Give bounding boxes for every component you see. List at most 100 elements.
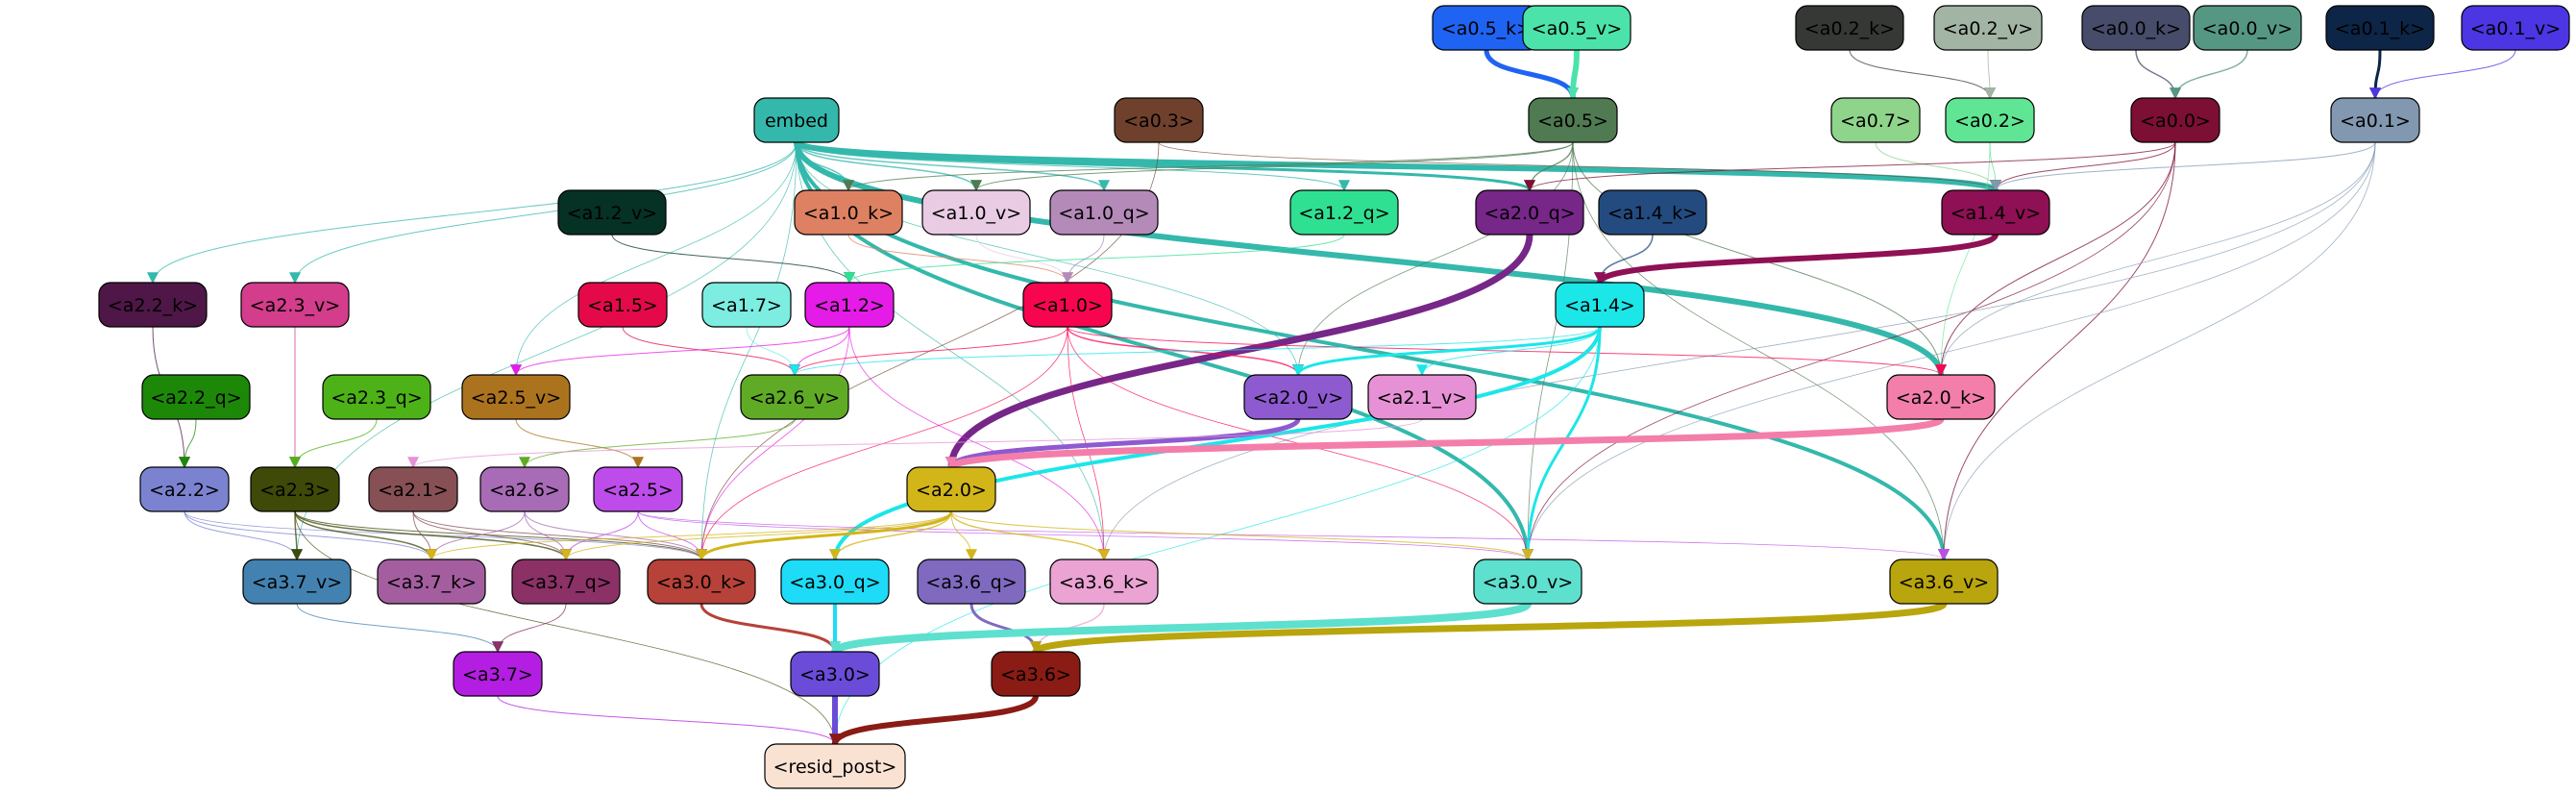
node-a3-0[interactable]: <a3.0> — [790, 651, 880, 697]
node-a1-2-v[interactable]: <a1.2_v> — [557, 189, 667, 236]
edge-a1-4-to-a2-6-v — [789, 326, 1601, 377]
node-a1-5[interactable]: <a1.5> — [577, 282, 668, 328]
node-a3-7-q[interactable]: <a3.7_q> — [511, 559, 621, 605]
node-a2-3-v[interactable]: <a2.3_v> — [240, 282, 350, 328]
node-label-a1-2: <a1.2> — [814, 295, 885, 316]
node-a0-1-k[interactable]: <a0.1_k> — [2325, 5, 2435, 51]
node-a0-1-v[interactable]: <a0.1_v> — [2461, 5, 2570, 51]
node-a2-6[interactable]: <a2.6> — [479, 466, 570, 512]
node-a2-0-k[interactable]: <a2.0_k> — [1886, 374, 1996, 420]
node-box-a1-2-v — [557, 189, 667, 236]
node-a0-5[interactable]: <a0.5> — [1528, 97, 1618, 143]
node-a0-5-v[interactable]: <a0.5_v> — [1522, 5, 1631, 51]
node-a0-0-k[interactable]: <a0.0_k> — [2081, 5, 2191, 51]
node-a3-6-v[interactable]: <a3.6_v> — [1889, 559, 1999, 605]
node-box-a3-6-v — [1889, 559, 1999, 605]
node-a1-7[interactable]: <a1.7> — [701, 282, 792, 328]
node-box-a1-2-q — [1289, 189, 1399, 236]
edge-embed-to-a2-5-v — [510, 141, 797, 377]
edge-embed-to-a2-0-k — [794, 141, 1947, 377]
edge-a2-3-q-to-a2-3 — [289, 418, 378, 469]
node-box-a0-0-v — [2193, 5, 2302, 51]
node-a1-4-k[interactable]: <a1.4_k> — [1598, 189, 1707, 236]
node-a2-1[interactable]: <a2.1> — [368, 466, 458, 512]
edge-a1-0-to-a3-0-k — [696, 326, 1068, 561]
node-label-a1-0-v: <a1.0_v> — [931, 203, 1021, 224]
node-box-a2-1-v — [1367, 374, 1477, 420]
edge-embed-to-a1-4-v — [794, 139, 2001, 193]
node-a0-3[interactable]: <a0.3> — [1114, 97, 1204, 143]
node-a1-0-k[interactable]: <a1.0_k> — [794, 189, 903, 236]
node-a0-0-v[interactable]: <a0.0_v> — [2193, 5, 2302, 51]
node-label-a2-5-v: <a2.5_v> — [471, 387, 561, 409]
node-a2-5-v[interactable]: <a2.5_v> — [461, 374, 571, 420]
edge-a0-1-to-a3-0-v — [1522, 141, 2376, 561]
node-a2-6-v[interactable]: <a2.6_v> — [740, 374, 849, 420]
node-a2-2[interactable]: <a2.2> — [139, 466, 230, 512]
node-a3-0-q[interactable]: <a3.0_q> — [780, 559, 890, 605]
node-a2-3[interactable]: <a2.3> — [250, 466, 340, 512]
node-box-a0-3 — [1114, 97, 1204, 143]
node-a2-1-v[interactable]: <a2.1_v> — [1367, 374, 1477, 420]
node-a3-0-k[interactable]: <a3.0_k> — [647, 559, 756, 605]
node-a2-3-q[interactable]: <a2.3_q> — [322, 374, 431, 420]
node-a2-0-q[interactable]: <a2.0_q> — [1475, 189, 1584, 236]
node-box-a1-0-q — [1049, 189, 1159, 236]
edge-a0-0-to-a3-0-v — [1522, 141, 2176, 561]
node-a1-0-v[interactable]: <a1.0_v> — [921, 189, 1031, 236]
edge-a0-0-to-a3-6-v — [1938, 141, 2176, 561]
node-box-a2-2-k — [98, 282, 208, 328]
edge-a1-0-to-a2-0-k — [1067, 326, 1947, 377]
node-label-a1-0: <a1.0> — [1032, 295, 1103, 316]
node-a1-2[interactable]: <a1.2> — [804, 282, 895, 328]
node-a0-1[interactable]: <a0.1> — [2330, 97, 2420, 143]
node-a0-2[interactable]: <a0.2> — [1945, 97, 2035, 143]
node-a0-7[interactable]: <a0.7> — [1830, 97, 1921, 143]
node-layer: embed <a0.5_k><a0.5_v> <a0.2_k> <a0.2_v> <a0… — [98, 5, 2570, 789]
node-a1-2-q[interactable]: <a1.2_q> — [1289, 189, 1399, 236]
edge-a2-1-to-a3-7-q — [412, 510, 572, 561]
node-a3-7-v[interactable]: <a3.7_v> — [242, 559, 352, 605]
node-box-a2-0 — [906, 466, 996, 512]
node-a2-2-k[interactable]: <a2.2_k> — [98, 282, 208, 328]
edge-a2-3-to-a3-7-k — [294, 510, 437, 561]
node-resid-post[interactable]: <resid_post> — [764, 743, 906, 789]
node-a3-0-v[interactable]: <a3.0_v> — [1473, 559, 1582, 605]
node-a0-0[interactable]: <a0.0> — [2130, 97, 2220, 143]
node-a2-5[interactable]: <a2.5> — [593, 466, 683, 512]
edge-a2-0-to-a3-6-k — [950, 510, 1110, 561]
node-a0-2-v[interactable]: <a0.2_v> — [1933, 5, 2043, 51]
edge-a2-6-to-a3-0-k — [524, 510, 707, 561]
node-a1-0-q[interactable]: <a1.0_q> — [1049, 189, 1159, 236]
edge-a1-4-to-a2-1-v — [1416, 326, 1601, 377]
edge-a0-1-to-a3-6-k — [1098, 141, 2376, 561]
node-a3-7-k[interactable]: <a3.7_k> — [377, 559, 486, 605]
node-a0-5-k[interactable]: <a0.5_k> — [1432, 5, 1541, 51]
node-box-a3-0-k — [647, 559, 756, 605]
node-embed[interactable]: embed — [753, 97, 840, 143]
node-label-a2-0-k: <a2.0_k> — [1896, 387, 1986, 409]
edge-a0-1-to-a2-0-k — [1935, 141, 2376, 377]
node-a3-6-q[interactable]: <a3.6_q> — [917, 559, 1026, 605]
node-a1-4[interactable]: <a1.4> — [1555, 282, 1645, 328]
edge-a0-0-k-to-a0-0 — [2135, 49, 2181, 100]
node-a1-4-v[interactable]: <a1.4_v> — [1941, 189, 2050, 236]
node-a2-2-q[interactable]: <a2.2_q> — [141, 374, 251, 420]
node-label-a2-0-q: <a2.0_q> — [1484, 203, 1575, 224]
node-a3-7[interactable]: <a3.7> — [453, 651, 543, 697]
node-box-a2-6-v — [740, 374, 849, 420]
node-box-a2-3 — [250, 466, 340, 512]
node-box-a1-4-v — [1941, 189, 2050, 236]
node-a2-0-v[interactable]: <a2.0_v> — [1243, 374, 1353, 420]
node-a1-0[interactable]: <a1.0> — [1022, 282, 1113, 328]
node-a2-0[interactable]: <a2.0> — [906, 466, 996, 512]
edge-a0-1-to-a1-4-v — [1990, 141, 2376, 192]
node-box-a3-7-k — [377, 559, 486, 605]
edge-embed-to-a2-3-v — [289, 141, 797, 285]
edge-a0-1-v-to-a0-1 — [2369, 49, 2516, 100]
edge-a2-0-q-to-a2-0 — [945, 234, 1533, 469]
node-a0-2-k[interactable]: <a0.2_k> — [1795, 5, 1904, 51]
node-a3-6[interactable]: <a3.6> — [991, 651, 1081, 697]
node-a3-6-k[interactable]: <a3.6_k> — [1049, 559, 1159, 605]
